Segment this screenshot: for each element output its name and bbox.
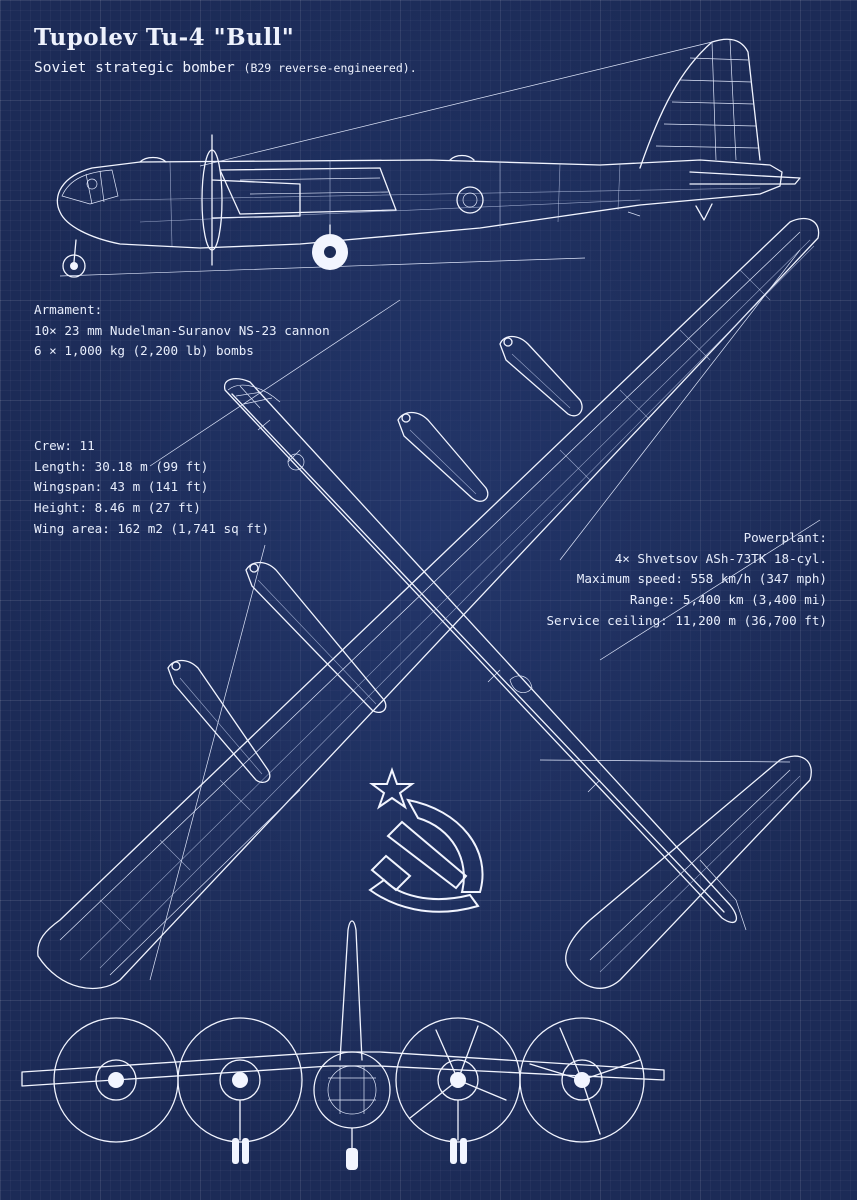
spec-crew: Crew: 11: [34, 438, 95, 453]
spec-height: Height: 8.46 m (27 ft): [34, 500, 201, 516]
spec-range: Range: 5,400 km (3,400 mi): [629, 592, 827, 608]
spec-wingspan: Wingspan: 43 m (141 ft): [34, 479, 209, 495]
spec-length: Length: 30.18 m (99 ft): [34, 458, 209, 474]
armament-line: 10× 23 mm Nudelman-Suranov NS-23 cannon: [34, 322, 330, 338]
specs-left-block: Crew: 11 Length: 30.18 m (99 ft) Wingspa…: [34, 436, 269, 540]
spec-ceiling: Service ceiling: 11,200 m (36,700 ft): [546, 612, 827, 628]
armament-block: Armament: 10× 23 mm Nudelman-Suranov NS-…: [34, 300, 330, 362]
top-view-aircraft: [37, 217, 821, 990]
poster-title: Tupolev Tu-4 "Bull": [34, 24, 295, 51]
armament-line: 6 × 1,000 kg (2,200 lb) bombs: [34, 343, 254, 359]
spec-engines: 4× Shvetsov ASh-73TK 18-cyl.: [614, 550, 827, 566]
spec-powerplant-heading: Powerplant:: [743, 530, 827, 545]
spec-max-speed: Maximum speed: 558 km/h (347 mph): [576, 571, 827, 587]
hammer-and-sickle-star-icon: [368, 767, 484, 913]
subtitle-main: Soviet strategic bomber: [34, 60, 235, 76]
spec-wing-area: Wing area: 162 m2 (1,741 sq ft): [34, 520, 270, 536]
specs-right-block: Powerplant: 4× Shvetsov ASh-73TK 18-cyl.…: [546, 528, 827, 632]
poster-subtitle: Soviet strategic bomber (B29 reverse-eng…: [34, 60, 417, 76]
subtitle-note: (B29 reverse-engineered).: [243, 61, 417, 75]
front-view-aircraft: [21, 920, 665, 1170]
armament-heading: Armament:: [34, 302, 103, 317]
side-view-aircraft: [56, 38, 801, 278]
